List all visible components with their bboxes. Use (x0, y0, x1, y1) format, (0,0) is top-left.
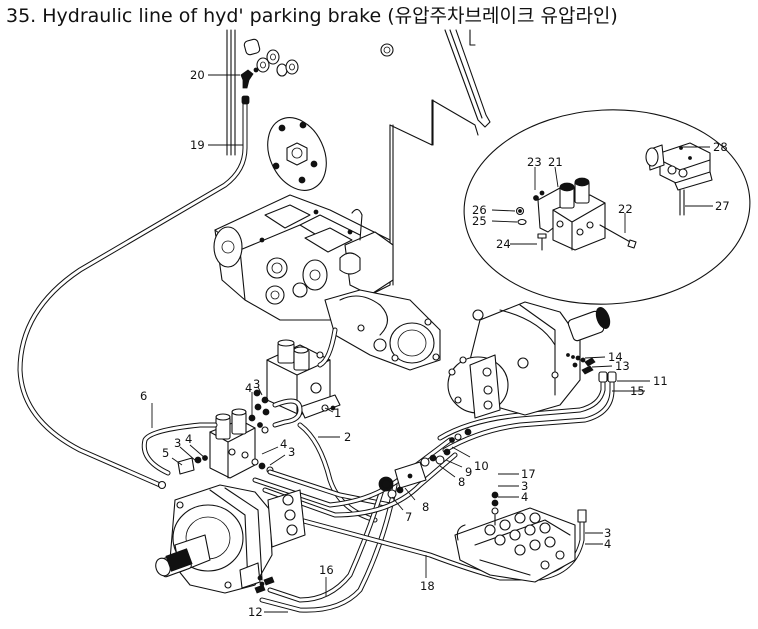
travel-motor-left (155, 484, 306, 594)
hose-6 (141, 422, 218, 476)
hose-15 (437, 371, 617, 453)
detail-inset (463, 109, 751, 305)
callout-17: 17 (521, 467, 536, 481)
elbow-fitting-20 (240, 67, 259, 89)
callout-7: 7 (405, 510, 412, 524)
callout-3e: 3 (604, 526, 611, 540)
callout-3a: 3 (253, 377, 260, 391)
callout-3c: 3 (288, 445, 295, 459)
callout-27: 27 (715, 199, 730, 213)
callout-labels: 20 19 23 21 26 25 24 22 28 27 14 13 11 1… (140, 68, 730, 619)
callout-28: 28 (713, 140, 728, 154)
callout-4d: 4 (521, 490, 528, 504)
parking-brake-valve-lower (209, 408, 256, 479)
callout-21: 21 (548, 155, 563, 169)
callout-4e: 4 (604, 537, 611, 551)
parking-brake-valve-upper (266, 339, 341, 419)
callout-26: 26 (472, 203, 487, 217)
hose-16 (267, 477, 388, 603)
hose-connector-lines (267, 327, 393, 508)
callout-18: 18 (420, 579, 435, 593)
top-seals (243, 38, 394, 77)
callout-12: 12 (248, 605, 263, 619)
gear-pump (324, 289, 441, 371)
page-title: 35. Hydraulic line of hyd' parking brake… (6, 5, 618, 27)
hose-12 (259, 482, 398, 613)
callout-19: 19 (190, 138, 205, 152)
callout-25: 25 (472, 214, 487, 228)
valve-fittings (177, 389, 274, 475)
callout-13: 13 (615, 359, 630, 373)
callout-16: 16 (319, 563, 334, 577)
callout-20: 20 (190, 68, 205, 82)
center-tee-fittings (378, 428, 472, 499)
callout-14: 14 (608, 350, 623, 364)
callout-9: 9 (465, 465, 472, 479)
main-control-valve (454, 491, 576, 583)
callout-11: 11 (653, 374, 668, 388)
callout-2: 2 (344, 430, 351, 444)
callout-8a: 8 (458, 475, 465, 489)
cover-plate (267, 117, 327, 191)
callout-3b: 3 (174, 436, 181, 450)
callout-4c: 4 (280, 437, 287, 451)
callout-4a: 4 (245, 381, 252, 395)
callout-6: 6 (140, 389, 147, 403)
main-pump (213, 194, 394, 321)
callout-24: 24 (496, 237, 511, 251)
callout-10: 10 (474, 459, 489, 473)
callout-22: 22 (618, 202, 633, 216)
callout-23: 23 (527, 155, 542, 169)
travel-motor-right (447, 301, 611, 419)
hose-19 (17, 95, 250, 490)
leader-lines (151, 74, 713, 613)
callout-1: 1 (334, 406, 341, 420)
callout-4b: 4 (185, 432, 192, 446)
callout-5: 5 (162, 446, 169, 460)
callout-15: 15 (630, 384, 645, 398)
callout-3d: 3 (521, 479, 528, 493)
callout-8b: 8 (422, 500, 429, 514)
